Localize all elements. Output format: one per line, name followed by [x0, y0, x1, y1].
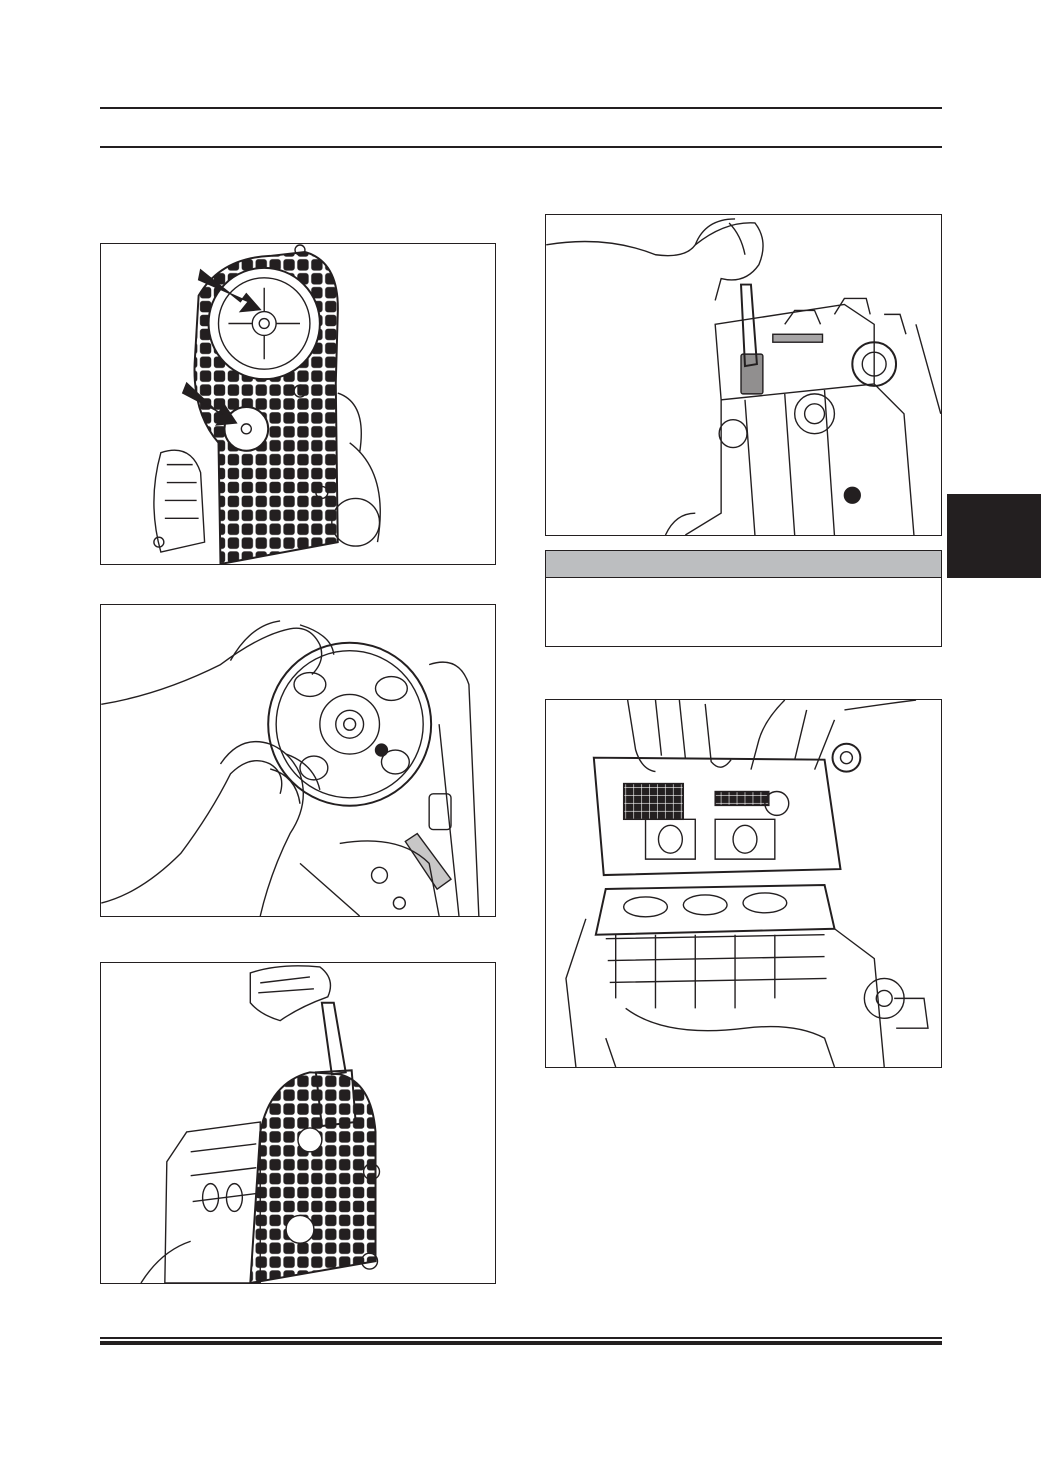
figure-hands-holding-sprocket [100, 604, 496, 917]
figure-timing-cover-arrows [100, 243, 496, 565]
hands-holding-camshaft-sprocket-icon [101, 620, 480, 916]
note-box [545, 550, 942, 647]
note-box-header [546, 551, 941, 578]
hands-lifting-cylinder-head-icon [565, 700, 929, 1067]
timing-cover-with-two-arrows-icon [153, 244, 381, 564]
header-rule-bottom [100, 146, 942, 148]
footer-rule-thin [100, 1337, 942, 1339]
figure-lifting-cylinder-head [545, 699, 942, 1068]
figure-tool-on-cylinder-head [545, 214, 942, 536]
footer-rule-thick [100, 1341, 942, 1345]
chapter-side-tab [947, 494, 1041, 578]
figure-tool-on-timing-cover [100, 962, 496, 1284]
hand-with-tool-on-timing-cover-icon [140, 965, 381, 1283]
header-rule-top [100, 107, 942, 109]
hand-with-tool-on-cylinder-head-icon [546, 218, 941, 535]
